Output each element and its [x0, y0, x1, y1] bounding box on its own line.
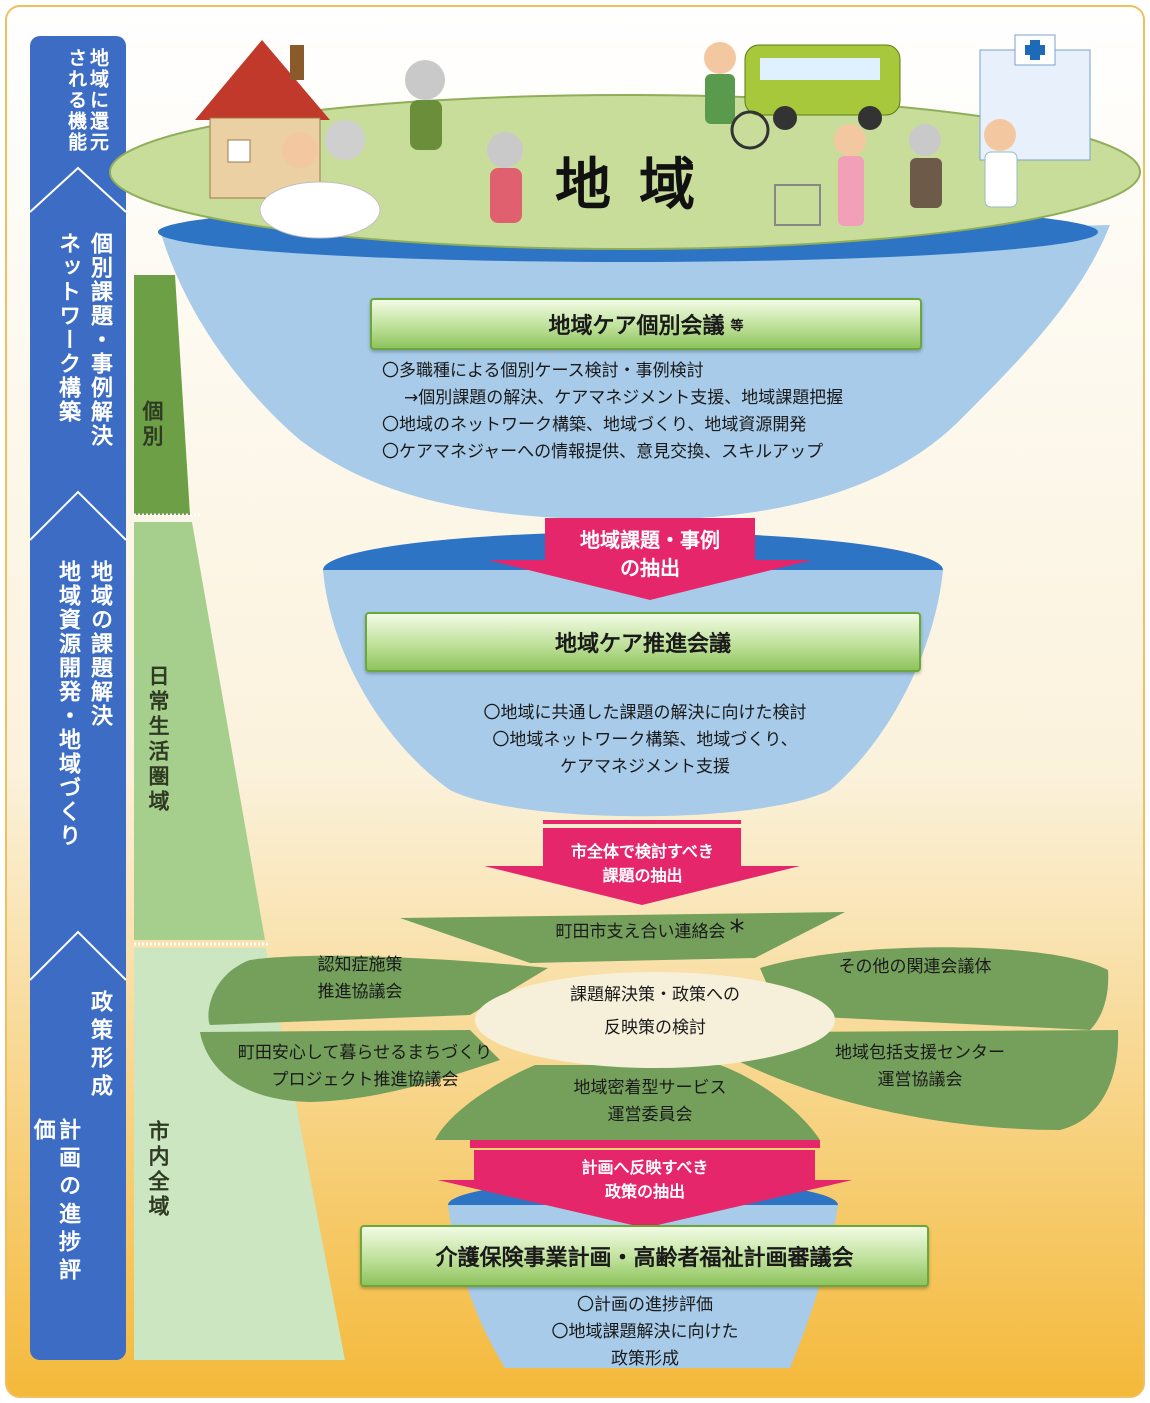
- stage-1-line1: 個別課題・事例解決: [87, 232, 112, 448]
- meeting1-item: 〇多職種による個別ケース検討・事例検討: [382, 361, 704, 381]
- meeting3-item: 政策形成: [611, 1349, 679, 1369]
- arrow2-line2: 課題の抽出: [602, 866, 683, 885]
- council-lower-right-label: 地域包括支援センター 運営協議会: [800, 1040, 1040, 1094]
- council-center: [475, 972, 835, 1068]
- stage-divider-3: [29, 930, 127, 981]
- return-label: 地域に還元される機能: [65, 48, 109, 153]
- petal-upper-right: [760, 947, 1109, 1030]
- meeting2-title: 地域ケア推進会議: [365, 612, 921, 672]
- meeting1-item: →個別課題の解決、ケアマネジメント支援、地域課題把握: [404, 388, 844, 408]
- stage-divider-1: [29, 166, 127, 213]
- meeting2-item: 〇地域に共通した課題の解決に向けた検討: [483, 703, 807, 723]
- arrow-policy-front: [438, 1150, 852, 1228]
- meeting1-items: 〇多職種による個別ケース検討・事例検討 →個別課題の解決、ケアマネジメント支援、…: [382, 358, 843, 466]
- asterisk-mark: *: [729, 914, 745, 949]
- council-center-label: 課題解決策・政策への 反映策の検討: [535, 982, 775, 1042]
- council-upper-left-label: 認知症施策 推進協議会: [265, 952, 455, 1006]
- stage-1-label: 個別課題・事例解決 ネットワーク構築: [40, 232, 118, 482]
- stage-3-line2: 計画の進捗評価: [29, 1118, 80, 1286]
- council-bottom-label: 地域密着型サービス 運営委員会: [545, 1075, 755, 1129]
- meeting2-title-text: 地域ケア推進会議: [554, 632, 731, 657]
- bus-illustration: [744, 44, 901, 130]
- petal-top: [400, 912, 845, 963]
- scope-daily-area: 日常生活圏域: [146, 665, 170, 815]
- petal-bottom: [435, 1065, 820, 1140]
- exercising-seniors-illustration: [405, 60, 523, 223]
- petal-upper-left: [208, 955, 548, 1025]
- council-upper-left-line1: 認知症施策: [317, 955, 403, 975]
- meeting2-item: ケアマネジメント支援: [560, 757, 730, 777]
- council-center-line1: 課題解決策・政策への: [570, 985, 740, 1005]
- arrow1-line2: の抽出: [620, 556, 680, 580]
- meeting1-title-suffix: 等: [730, 318, 744, 334]
- council-lower-right-line2: 運営協議会: [877, 1070, 963, 1090]
- meeting3-title: 介護保険事業計画・高齢者福祉計画審議会: [360, 1225, 929, 1287]
- arrow2-line1: 市全体で検討すべき: [571, 842, 714, 861]
- stage-2-line1: 地域の課題解決: [87, 560, 112, 728]
- council-flower: [200, 912, 1119, 1140]
- council-upper-right-label: その他の関連会議体: [800, 954, 1030, 981]
- scope-band: [134, 275, 345, 1360]
- council-bottom-line2: 運営委員会: [607, 1105, 693, 1125]
- meeting1-item: 〇地域のネットワーク構築、地域づくり、地域資源開発: [382, 415, 807, 435]
- arrow3-text: 計画へ反映すべき 政策の抽出: [520, 1156, 770, 1204]
- council-lower-right-line1: 地域包括支援センター: [835, 1043, 1005, 1063]
- council-lower-left-line2: プロジェクト推進協議会: [271, 1070, 459, 1090]
- meeting1-title: 地域ケア個別会議等: [370, 298, 922, 350]
- council-top-label: 町田市支え合い連絡会*: [520, 917, 780, 947]
- stage-3-line1: 政策形成: [87, 990, 112, 1102]
- scope-citywide: 市内全域: [146, 1120, 170, 1220]
- left-bar: [29, 36, 127, 1360]
- arrow2-text: 市全体で検討すべき 課題の抽出: [530, 840, 755, 888]
- council-lower-left-line1: 町田安心して暮らせるまちづくり: [237, 1043, 493, 1063]
- petal-lower-left: [200, 1030, 500, 1102]
- arrow-citywide: [484, 820, 800, 905]
- stage-3-label: 政策形成 計画の進捗評価: [30, 990, 118, 1310]
- meeting3-item: 〇計画の進捗評価: [577, 1295, 713, 1315]
- council-lower-left-label: 町田安心して暮らせるまちづくり プロジェクト推進協議会: [215, 1040, 515, 1094]
- meeting3-items: 〇計画の進捗評価 〇地域課題解決に向けた 政策形成: [510, 1292, 780, 1373]
- scope-individual: 個別: [140, 400, 164, 450]
- region-title: 地域: [555, 153, 723, 218]
- meeting3-item: 〇地域課題解決に向けた: [551, 1322, 739, 1342]
- stage-divider-2: [29, 490, 127, 541]
- arrow3-line2: 政策の抽出: [604, 1182, 685, 1201]
- arrow3-line1: 計画へ反映すべき: [581, 1158, 709, 1177]
- council-upper-right-text: その他の関連会議体: [838, 957, 992, 977]
- arrow-extract-issues-front: [488, 518, 812, 600]
- bed-illustration: [259, 120, 381, 239]
- arrow1-line1: 地域課題・事例: [580, 528, 720, 552]
- meeting1-item: 〇ケアマネジャーへの情報提供、意見交換、スキルアップ: [382, 442, 824, 462]
- meeting2-items: 〇地域に共通した課題の解決に向けた検討 〇地域ネットワーク構築、地域づくり、 ケ…: [440, 700, 850, 781]
- council-bottom-line1: 地域密着型サービス: [573, 1078, 727, 1098]
- meeting3-title-text: 介護保険事業計画・高齢者福祉計画審議会: [435, 1246, 854, 1271]
- stage-1-line2: ネットワーク構築: [55, 232, 80, 424]
- wheelchair-illustration: [704, 42, 770, 150]
- arrow1-text: 地域課題・事例 の抽出: [545, 526, 755, 582]
- meeting2-item: 〇地域ネットワーク構築、地域づくり、: [492, 730, 798, 750]
- council-top-text: 町田市支え合い連絡会: [555, 922, 726, 942]
- stage-2-label: 地域の課題解決 地域資源開発・地域づくり: [40, 560, 118, 900]
- meeting1-title-text: 地域ケア個別会議: [548, 314, 725, 339]
- council-center-line2: 反映策の検討: [604, 1018, 706, 1038]
- doctor-consult-illustration: [909, 119, 1018, 208]
- shopping-illustration: [774, 124, 866, 226]
- council-upper-left-line2: 推進協議会: [317, 982, 403, 1002]
- stage-2-line2: 地域資源開発・地域づくり: [55, 560, 80, 848]
- petal-lower-right: [740, 1030, 1119, 1130]
